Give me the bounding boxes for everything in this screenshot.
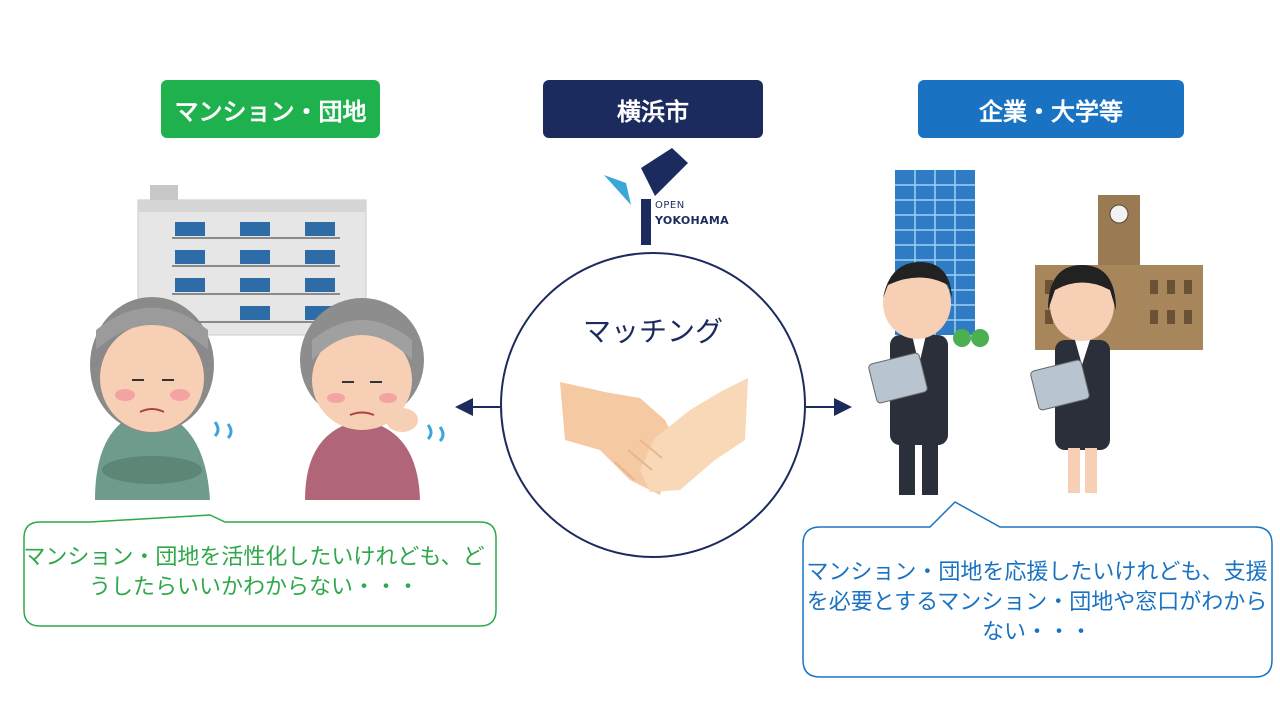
speech-bubble-left-text: マンション・団地を活性化したいけれども、どうしたらいいかわからない・・・ [23, 545, 485, 600]
label-companies-universities-text: 企業・大学等 [979, 97, 1123, 126]
businesswoman-illustration [1030, 265, 1116, 493]
arrow-right [806, 398, 852, 416]
speech-bubble-left [23, 514, 497, 627]
label-yokohama-city-text: 横浜市 [617, 97, 689, 126]
label-mansion-danchi: マンション・団地 [161, 80, 380, 138]
speech-bubble-right-text: マンション・団地を応援したいけれども、支援を必要とするマンション・団地や窓口がわ… [806, 560, 1268, 645]
logo-text-open: OPEN [655, 200, 685, 211]
label-mansion-danchi-text: マンション・団地 [174, 97, 367, 126]
matching-circle [500, 252, 806, 558]
open-yokohama-logo-mark [604, 148, 688, 245]
label-companies-universities: 企業・大学等 [918, 80, 1184, 138]
matching-text: マッチング [582, 315, 723, 348]
businessman-illustration [868, 262, 952, 495]
speech-bubble-right [802, 501, 1273, 678]
arrow-left [455, 398, 500, 416]
logo-text-yokohama: YOKOHAMA [655, 214, 729, 227]
elderly-man-illustration [90, 297, 233, 500]
label-yokohama-city: 横浜市 [543, 80, 763, 138]
elderly-woman-illustration [300, 298, 445, 500]
